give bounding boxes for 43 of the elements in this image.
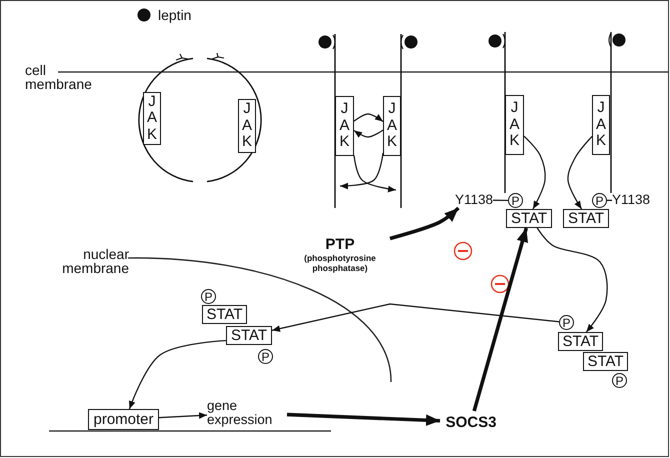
residue-label: Y1138 <box>445 192 493 208</box>
phosphate-circle: P <box>612 373 627 388</box>
phosphate-circle: P <box>592 193 607 208</box>
arrow <box>158 412 208 419</box>
membrane-label: cell membrane <box>25 63 93 91</box>
phosphate-circle: P <box>201 289 216 304</box>
protein-box: STAT <box>563 209 609 228</box>
arrow <box>354 113 384 122</box>
promoter-box: promoter <box>88 409 159 430</box>
protein-box: STAT <box>506 209 552 228</box>
enzyme-name: PTP <box>325 236 355 254</box>
arrow <box>272 303 560 332</box>
kinase-box: JAK <box>335 96 354 156</box>
residue-label: Y1138 <box>612 192 664 208</box>
arrow <box>286 412 440 426</box>
arrow <box>472 228 528 412</box>
protein-box: STAT <box>558 332 603 351</box>
leader-line <box>493 200 508 202</box>
gene-expression-label: gene expression <box>207 397 287 429</box>
arrow <box>390 206 460 240</box>
protein-box: STAT <box>202 305 247 324</box>
phosphate-circle: P <box>508 193 523 208</box>
kinase-box: JAK <box>238 99 256 153</box>
arrow <box>340 152 384 190</box>
arrow <box>536 228 608 332</box>
arrow <box>353 155 396 192</box>
protein-box: STAT <box>226 326 272 345</box>
kinase-box: JAK <box>383 96 401 156</box>
phosphate-circle: P <box>559 315 574 330</box>
phosphate-circle: P <box>258 349 273 364</box>
kinase-box: JAK <box>505 95 524 155</box>
leader-line <box>607 200 612 201</box>
kinase-box: JAK <box>143 92 161 145</box>
arrow <box>128 340 226 410</box>
arrow <box>524 136 546 210</box>
protein-box: STAT <box>583 352 628 371</box>
membrane-label: nuclear membrane <box>61 247 129 275</box>
legend-text: leptin <box>158 8 192 22</box>
enzyme-description: (phosphotyrosine phosphatase) <box>303 254 377 274</box>
arrow <box>567 136 592 210</box>
arrow <box>354 130 384 138</box>
kinase-box: JAK <box>592 95 610 155</box>
protein-label: SOCS3 <box>440 411 502 433</box>
